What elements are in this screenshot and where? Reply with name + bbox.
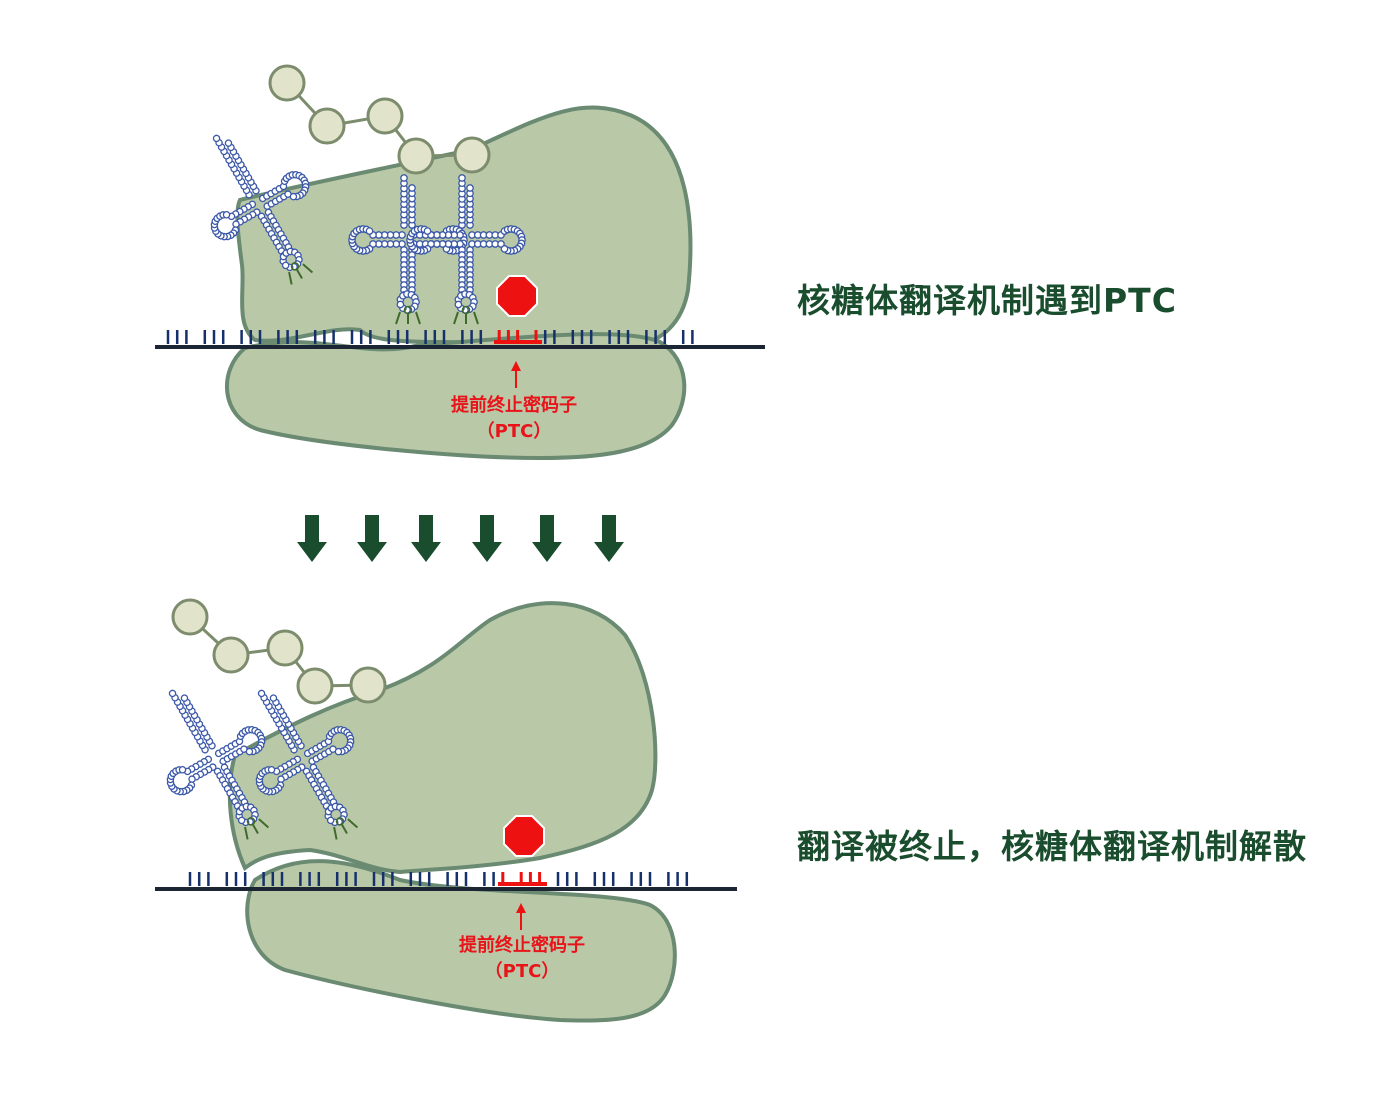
trna-molecule — [166, 689, 270, 840]
trna-molecule — [406, 174, 526, 325]
amino-acid — [212, 636, 250, 674]
trna-nucleotide — [245, 747, 254, 756]
anticodon-loop — [290, 262, 300, 271]
caption-top: 核糖体翻译机制遇到PTC — [797, 281, 1177, 320]
transition-arrows — [297, 515, 624, 562]
stop-sign-icon — [496, 275, 538, 317]
trna-nucleotide — [240, 745, 248, 753]
anticodon-loop — [246, 817, 256, 826]
bottom-panel — [155, 598, 737, 1023]
trna-nucleotide — [466, 184, 474, 192]
trna-group-bottom — [166, 689, 359, 840]
trna-nucleotide — [224, 139, 233, 147]
trna-nucleotide — [500, 245, 509, 253]
amino-acid — [366, 97, 404, 135]
down-arrow-icon — [297, 515, 327, 562]
trna-nucleotide — [222, 211, 231, 219]
trna-nucleotide — [281, 261, 290, 270]
amino-acid — [308, 107, 346, 145]
peptide-chain-bottom — [171, 598, 387, 705]
anticodon-loop — [335, 817, 345, 826]
ptc-label-bottom-line1: 提前终止密码子 — [459, 935, 585, 956]
stop-sign-icon — [503, 815, 545, 857]
anticodon-marker — [333, 818, 359, 840]
trna-nucleotide — [267, 766, 276, 774]
ptc-label-top-line1: 提前终止密码子 — [451, 395, 577, 416]
anticodon-loop — [461, 305, 471, 315]
trna-nucleotide — [178, 766, 187, 774]
down-arrow-icon — [411, 515, 441, 562]
down-arrow-icon — [357, 515, 387, 562]
anticodon-marker — [395, 311, 421, 325]
trna-nucleotide — [232, 220, 240, 228]
down-arrow-icon — [594, 515, 624, 562]
trna-nucleotide — [400, 174, 408, 182]
trna-nucleotide — [284, 190, 292, 198]
trna-nucleotide — [168, 689, 177, 698]
small-subunit-bottom — [245, 859, 677, 1023]
ptc-label-bottom: 提前终止密码子 （PTC） — [442, 933, 602, 985]
trna-molecule — [255, 689, 359, 840]
trna-group-top — [210, 134, 526, 325]
trna-nucleotide — [329, 745, 337, 753]
down-arrow-icon — [472, 515, 502, 562]
trna-nucleotide — [396, 300, 405, 309]
trna-molecule — [210, 134, 314, 285]
caption-bottom: 翻译被终止，核糖体翻译机制解散 — [797, 827, 1307, 866]
trna-nucleotide — [408, 184, 416, 192]
amino-acid — [296, 667, 334, 705]
trna-nucleotide — [365, 227, 374, 235]
anticodon-marker — [288, 263, 314, 285]
trna-nucleotide — [458, 174, 466, 182]
down-arrow-icon — [532, 515, 562, 562]
amino-acid — [349, 666, 387, 704]
codon-row-bottom — [188, 872, 689, 886]
amino-acid — [453, 136, 491, 174]
trna-nucleotide — [289, 192, 298, 201]
anticodon-marker — [453, 311, 479, 325]
trna-nucleotide — [423, 227, 432, 235]
anticodon-loop — [403, 305, 413, 315]
ptc-label-top-line2: （PTC） — [476, 421, 552, 442]
amino-acid — [397, 137, 435, 175]
trna-nucleotide — [237, 816, 246, 825]
trna-nucleotide — [180, 694, 189, 702]
trna-nucleotide — [188, 775, 196, 783]
trna-nucleotide — [326, 816, 335, 825]
trna-nucleotide — [257, 689, 266, 698]
amino-acid — [171, 598, 209, 636]
anticodon-marker — [244, 818, 270, 840]
ptc-label-top: 提前终止密码子 （PTC） — [434, 393, 594, 445]
trna-nucleotide — [269, 694, 278, 702]
peptide-chain-top — [268, 64, 491, 175]
ptc-label-bottom-line2: （PTC） — [484, 961, 560, 982]
trna-nucleotide — [334, 747, 343, 756]
codon-row-top — [166, 330, 694, 344]
top-panel — [155, 64, 765, 461]
trna-nucleotide — [277, 775, 285, 783]
amino-acid — [266, 629, 304, 667]
amino-acid — [268, 64, 306, 102]
trna-nucleotide — [454, 300, 463, 309]
trna-nucleotide — [212, 134, 221, 143]
